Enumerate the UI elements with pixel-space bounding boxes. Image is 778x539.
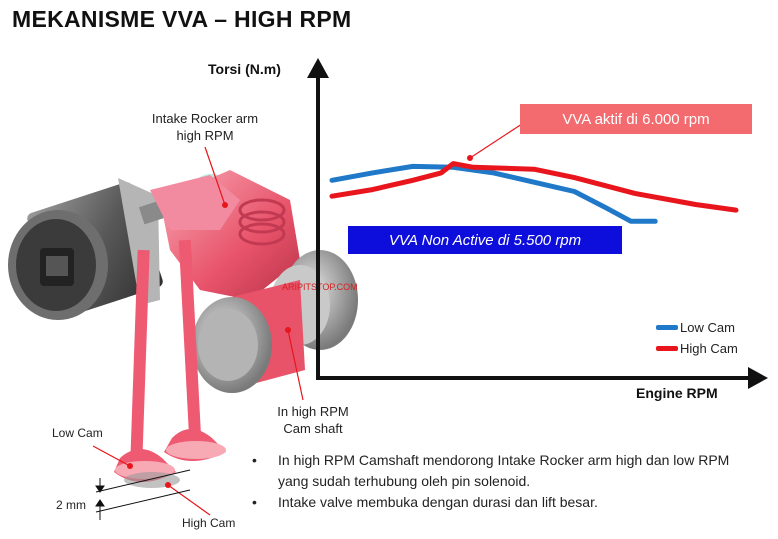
intake-rocker-label-line1: Intake Rocker arm xyxy=(151,111,259,126)
x-axis-arrow xyxy=(748,367,768,389)
bullet-item: • In high RPM Camshaft mendorong Intake … xyxy=(252,450,762,492)
bullet-dot: • xyxy=(252,452,257,468)
x-axis-label: Engine RPM xyxy=(636,385,718,401)
bullet-text: Intake valve membuka dengan durasi dan l… xyxy=(278,494,598,510)
intake-rocker-label: Intake Rocker arm high RPM xyxy=(140,110,270,144)
lift-gap-label: 2 mm xyxy=(56,498,86,512)
page-title: MEKANISME VVA – HIGH RPM xyxy=(12,6,352,32)
legend-swatch-low-cam xyxy=(656,325,678,330)
vva-active-annotation: VVA aktif di 6.000 rpm xyxy=(520,104,752,134)
series-line-low-cam xyxy=(329,163,658,224)
valve-spring xyxy=(238,198,286,246)
low-cam-label: Low Cam xyxy=(52,426,103,440)
legend-label-high-cam: High Cam xyxy=(680,341,738,356)
series-line-high-cam xyxy=(329,161,739,213)
legend-item-low-cam: Low Cam xyxy=(656,320,738,335)
bullet-dot: • xyxy=(252,494,257,510)
intake-rocker-label-line2: high RPM xyxy=(176,128,234,143)
camshaft-label-line1: In high RPM xyxy=(277,404,349,419)
bullet-list: • In high RPM Camshaft mendorong Intake … xyxy=(252,450,762,513)
legend-swatch-high-cam xyxy=(656,346,678,351)
high-cam-label: High Cam xyxy=(182,516,236,530)
legend-item-high-cam: High Cam xyxy=(656,341,738,356)
chart-legend: Low Cam High Cam xyxy=(656,320,738,356)
vva-nonactive-annotation: VVA Non Active di 5.500 rpm xyxy=(348,226,622,254)
bullet-text: In high RPM Camshaft mendorong Intake Ro… xyxy=(278,452,730,489)
lift-dimension xyxy=(95,469,191,520)
solenoid xyxy=(8,178,163,320)
y-axis-label: Torsi (N.m) xyxy=(208,61,281,77)
y-axis-arrow xyxy=(307,58,329,78)
legend-label-low-cam: Low Cam xyxy=(680,320,735,335)
leader-lines xyxy=(92,119,529,516)
camshaft-label-line2: Cam shaft xyxy=(283,421,343,436)
chart-axes xyxy=(316,72,756,380)
bullet-item: • Intake valve membuka dengan durasi dan… xyxy=(252,492,762,513)
intake-valves xyxy=(114,239,226,488)
camshaft-label: In high RPM Cam shaft xyxy=(258,403,368,437)
